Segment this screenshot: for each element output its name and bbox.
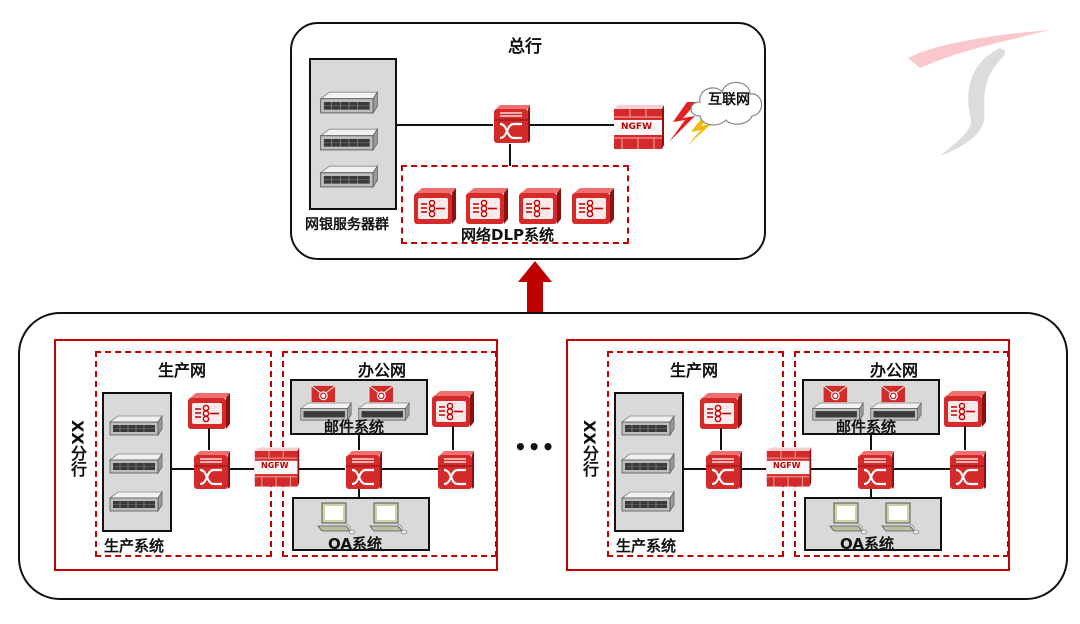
branch-2-name: XX分行	[580, 420, 599, 477]
link	[358, 435, 360, 450]
switch-icon	[192, 449, 232, 491]
server-icon	[318, 127, 380, 151]
pc-icon	[368, 502, 408, 536]
link	[530, 124, 614, 126]
link	[358, 489, 360, 498]
dlp-device-icon	[570, 187, 616, 225]
link	[397, 124, 493, 126]
internet-label: 互联网	[708, 92, 750, 108]
hq-firewall-label: NGFW	[621, 122, 652, 132]
dlp-label: 网络DLP系统	[461, 226, 555, 244]
link	[894, 468, 950, 470]
switch-icon	[856, 449, 896, 491]
server-group-label: 网银服务器群	[305, 217, 389, 233]
dlp-device-icon	[942, 390, 988, 428]
branch-2-production-net-label: 生产网	[670, 361, 719, 380]
hq-container	[290, 22, 766, 260]
branch-1	[54, 339, 498, 571]
server-icon	[108, 452, 164, 474]
pc-icon	[316, 502, 356, 536]
switch-icon	[436, 449, 476, 491]
watermark-logo	[908, 30, 1050, 156]
link	[382, 468, 438, 470]
branch-1-oa-system-label: OA系统	[328, 535, 382, 553]
link	[208, 428, 210, 450]
dlp-device-icon	[186, 392, 232, 430]
dlp-device-icon	[430, 390, 476, 428]
core-switch-icon	[492, 103, 532, 145]
branch-1-production-system-label: 生产系统	[104, 537, 165, 555]
ellipsis: •••	[514, 435, 556, 459]
lightning-icon	[669, 102, 711, 146]
dlp-device-icon	[464, 187, 510, 225]
server-icon	[108, 490, 164, 512]
server-icon	[620, 414, 676, 436]
branch-1-firewall-label: NGFW	[261, 461, 289, 470]
switch-icon	[948, 449, 988, 491]
link	[811, 468, 857, 470]
dlp-system-group	[401, 165, 629, 244]
pc-icon	[880, 502, 920, 536]
branch-1-mail-system-label: 邮件系统	[324, 418, 385, 436]
hq-title: 总行	[508, 37, 542, 57]
switch-icon	[344, 449, 384, 491]
branch-2-mail-system-label: 邮件系统	[836, 418, 897, 436]
link	[964, 426, 966, 450]
link	[230, 468, 254, 470]
branch-1-name: XX分行	[68, 420, 87, 477]
up-arrow-icon	[518, 261, 552, 312]
branch-1-office-net-label: 办公网	[358, 361, 407, 380]
link	[684, 468, 706, 470]
link	[509, 144, 511, 166]
branch-2-production-system-label: 生产系统	[616, 537, 677, 555]
link	[870, 489, 872, 498]
link	[870, 435, 872, 450]
dlp-device-icon	[517, 187, 563, 225]
branch-2-office-net-label: 办公网	[870, 361, 919, 380]
branch-1-oa-system-panel	[292, 497, 430, 551]
server-icon	[318, 164, 380, 188]
internet-cloud-icon	[690, 81, 763, 126]
dlp-device-icon	[412, 187, 458, 225]
server-icon	[108, 414, 164, 436]
branches-container	[18, 312, 1068, 600]
pc-icon	[828, 502, 868, 536]
link	[172, 468, 194, 470]
server-icon	[620, 452, 676, 474]
branch-2-oa-system-label: OA系统	[840, 535, 894, 553]
server-icon	[620, 490, 676, 512]
link	[720, 428, 722, 450]
branch-2-oa-system-panel	[804, 497, 942, 551]
switch-icon	[704, 449, 744, 491]
dlp-device-icon	[698, 392, 744, 430]
branch-1-production-net-label: 生产网	[158, 361, 207, 380]
link	[742, 468, 766, 470]
link	[452, 426, 454, 450]
server-icon	[318, 90, 380, 114]
branch-2-firewall-label: NGFW	[773, 461, 801, 470]
link	[299, 468, 345, 470]
branch-2	[566, 339, 1010, 571]
